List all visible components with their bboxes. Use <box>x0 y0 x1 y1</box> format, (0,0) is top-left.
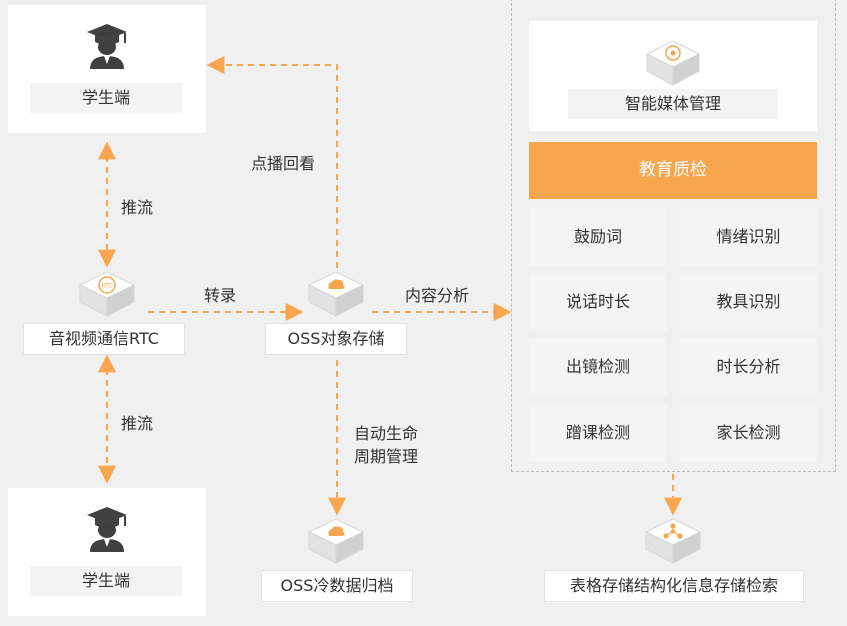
rtc-label: 音视频通信RTC <box>24 324 184 354</box>
edge-label-push-bottom: 推流 <box>121 414 154 433</box>
edge-label-record: 转录 <box>204 286 237 305</box>
rtc-icon-text: RTC <box>101 283 112 290</box>
share-network-cube-icon <box>642 517 704 565</box>
oss-cold-label: OSS冷数据归档 <box>262 571 412 601</box>
edu-item-teaching-aid-recognition: 教具识别 <box>680 273 817 331</box>
edge-label-lifecycle-line2: 周期管理 <box>354 447 419 466</box>
media-card: 智能媒体管理 <box>529 21 817 131</box>
edu-item-duration-analysis: 时长分析 <box>680 338 817 396</box>
edu-item-parent-detection: 家长检测 <box>680 404 817 462</box>
edu-item-speaking-duration: 说话时长 <box>529 273 667 331</box>
edu-item-camera-presence: 出镜检测 <box>529 338 667 396</box>
cloud-cube-icon <box>305 517 367 565</box>
edu-item-class-crashing: 蹭课检测 <box>529 404 667 462</box>
graduate-student-icon <box>82 504 132 554</box>
media-cube-icon <box>643 39 703 87</box>
media-label: 智能媒体管理 <box>568 89 778 119</box>
edu-item-encouraging-words: 鼓励词 <box>529 208 667 266</box>
edge-label-push-top: 推流 <box>121 198 154 217</box>
student-top-card: 学生端 <box>8 5 206 133</box>
student-bottom-label: 学生端 <box>30 566 182 596</box>
edge-label-lifecycle-line1: 自动生命 <box>354 424 419 443</box>
education-qc-banner: 教育质检 <box>529 142 817 199</box>
cloud-cube-icon <box>305 270 367 318</box>
edu-item-emotion-recognition: 情绪识别 <box>680 208 817 266</box>
edge-label-content-analysis: 内容分析 <box>405 286 470 305</box>
table-store-label: 表格存储结构化信息存储检索 <box>545 571 803 601</box>
student-top-label: 学生端 <box>30 83 182 113</box>
rtc-cube-icon: RTC <box>76 270 138 318</box>
analysis-region <box>511 0 836 472</box>
edge-label-vod-playback: 点播回看 <box>251 154 316 173</box>
oss-label: OSS对象存储 <box>266 324 406 354</box>
student-bottom-card: 学生端 <box>8 488 206 616</box>
graduate-student-icon <box>82 21 132 71</box>
